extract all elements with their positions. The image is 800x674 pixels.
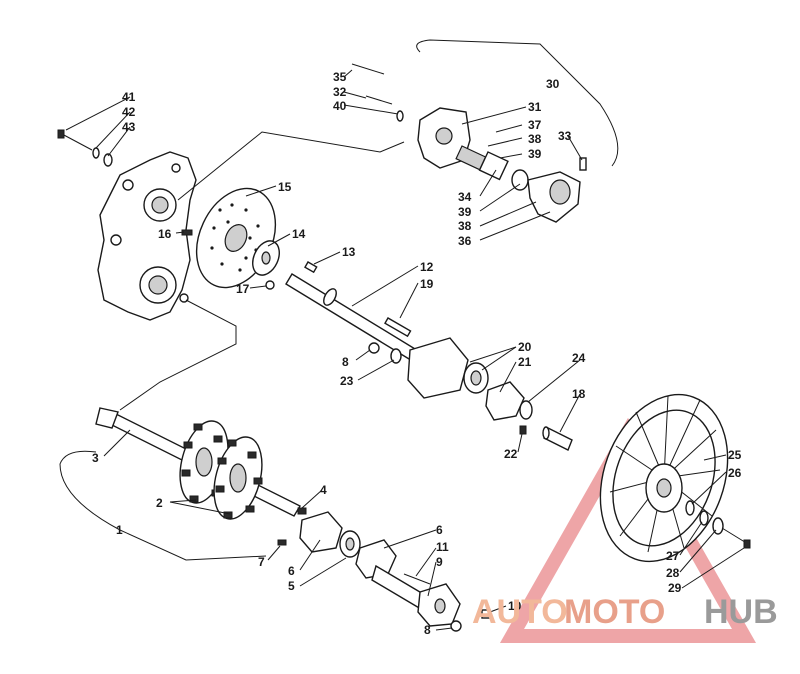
bolt-41 xyxy=(57,129,93,151)
driven-pulley xyxy=(599,393,729,563)
callout-17: 17 xyxy=(236,282,250,296)
watermark-moto: MOTO xyxy=(564,593,665,631)
bearing-housing xyxy=(371,564,461,627)
leader-lines xyxy=(59,39,745,631)
callout-10: 10 xyxy=(508,599,522,613)
watermark-hub: HUB xyxy=(704,593,778,631)
callout-labels: 41 42 43 35 32 40 30 31 37 38 39 33 34 3… xyxy=(92,70,742,637)
key-13 xyxy=(304,261,318,274)
washer-43 xyxy=(103,153,113,167)
callout-6-left: 6 xyxy=(288,564,295,578)
callout-22: 22 xyxy=(504,447,518,461)
callout-1: 1 xyxy=(116,523,123,537)
callout-12: 12 xyxy=(420,260,434,274)
callout-30: 30 xyxy=(546,77,560,91)
fitting-33 xyxy=(579,157,587,171)
callout-39-lower: 39 xyxy=(458,205,472,219)
pin-35 xyxy=(351,63,385,75)
brake-caliper xyxy=(417,107,581,223)
callout-21: 21 xyxy=(518,355,532,369)
callout-3: 3 xyxy=(92,451,99,465)
lower-flange xyxy=(299,511,397,579)
washer-27 xyxy=(699,510,709,526)
callout-9: 9 xyxy=(436,555,443,569)
callout-38-upper: 38 xyxy=(528,132,542,146)
callout-23: 23 xyxy=(340,374,354,388)
callout-8-lower: 8 xyxy=(424,623,431,637)
callout-38-lower: 38 xyxy=(458,219,472,233)
callout-29: 29 xyxy=(668,581,682,595)
callout-25: 25 xyxy=(728,448,742,462)
callout-40: 40 xyxy=(333,99,347,113)
callout-11: 11 xyxy=(436,540,449,554)
callout-7: 7 xyxy=(258,555,265,569)
callout-19: 19 xyxy=(420,277,434,291)
nut-8-upper xyxy=(368,342,380,354)
callout-42: 42 xyxy=(122,105,136,119)
washer-23 xyxy=(390,348,402,364)
callout-34: 34 xyxy=(458,190,472,204)
washer-26 xyxy=(685,500,695,516)
callout-36: 36 xyxy=(458,234,472,248)
callout-35: 35 xyxy=(333,70,347,84)
bolt-32 xyxy=(365,95,393,105)
spacer-18 xyxy=(542,426,573,451)
nut-17 xyxy=(265,280,275,290)
callout-16: 16 xyxy=(158,227,172,241)
callout-6-right: 6 xyxy=(436,523,443,537)
washer-42 xyxy=(92,147,100,159)
callout-15: 15 xyxy=(278,180,292,194)
drive-sprocket-right xyxy=(213,436,263,520)
gearcase-housing xyxy=(97,151,197,321)
callout-4: 4 xyxy=(320,483,327,497)
callout-26: 26 xyxy=(728,466,742,480)
callout-32: 32 xyxy=(333,85,347,99)
callout-41: 41 xyxy=(122,90,136,104)
bolt-22 xyxy=(519,425,527,435)
callout-28: 28 xyxy=(666,566,680,580)
fitting-10 xyxy=(481,609,491,619)
driven-shaft xyxy=(285,273,421,363)
watermark-logo: AUTO MOTO HUB xyxy=(472,593,778,631)
bearing-flange xyxy=(407,337,533,421)
callout-13: 13 xyxy=(342,245,356,259)
callout-37: 37 xyxy=(528,118,542,132)
brake-hub xyxy=(252,240,280,276)
nut-8-lower xyxy=(450,620,462,632)
washer-40 xyxy=(396,110,404,122)
callout-14: 14 xyxy=(292,227,306,241)
callout-5: 5 xyxy=(288,579,295,593)
callout-27: 27 xyxy=(666,549,680,563)
callout-18: 18 xyxy=(572,387,586,401)
callout-20: 20 xyxy=(518,340,532,354)
pin-11 xyxy=(403,573,431,585)
callout-8-upper: 8 xyxy=(342,355,349,369)
key-19 xyxy=(384,317,412,338)
callout-39-upper: 39 xyxy=(528,147,542,161)
watermark-auto: AUTO xyxy=(472,593,568,631)
bolt-7 xyxy=(277,539,287,546)
callout-2: 2 xyxy=(156,496,163,510)
callout-43: 43 xyxy=(122,120,136,134)
callout-33: 33 xyxy=(558,129,572,143)
callout-24: 24 xyxy=(572,351,586,365)
bolt-29 xyxy=(721,527,751,549)
key-4 xyxy=(297,507,307,515)
callout-31: 31 xyxy=(528,100,542,114)
